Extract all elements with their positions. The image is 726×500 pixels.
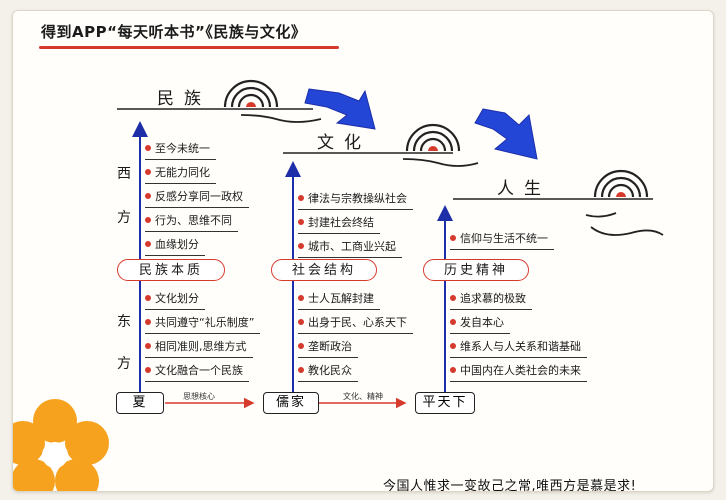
list-item: 文化融合一个民族 <box>145 364 249 382</box>
connector-label: 文化、精神 <box>343 392 383 401</box>
flower-icon <box>13 399 109 491</box>
blue-arrow-icon <box>304 88 376 130</box>
list-item: 追求慕的极致 <box>450 292 532 310</box>
list-item: 中国内在人类社会的未来 <box>450 364 587 382</box>
center-node-lishi-jingshen: 历史精神 <box>423 259 529 281</box>
header-wenhua: 文化 <box>317 133 371 153</box>
base-node-xia: 夏 <box>116 392 164 414</box>
list-item: 文化划分 <box>145 292 205 310</box>
list-item: 信仰与生活不统一 <box>450 232 554 250</box>
side-label-fang: 方 <box>117 356 131 372</box>
base-node-ping-tianxia: 平天下 <box>415 392 475 414</box>
list-item: 垄断政治 <box>298 340 358 358</box>
list-item: 城市、工商业兴起 <box>298 240 402 258</box>
mind-map-page: 得到APP“每天听本书”《民族与文化》 民族 文化 人生 西 方 东 方 至今未… <box>12 10 714 492</box>
list-item: 维系人与人关系和谐基础 <box>450 340 587 358</box>
side-label-dong: 东 <box>117 314 131 330</box>
list-item: 共同遵守“礼乐制度” <box>145 316 261 334</box>
side-label-fang: 方 <box>117 210 131 226</box>
list-item: 出身于民、心系天下 <box>298 316 413 334</box>
list-item: 教化民众 <box>298 364 358 382</box>
list-item: 至今未统一 <box>145 142 216 160</box>
page-title: 得到APP“每天听本书”《民族与文化》 <box>41 23 307 41</box>
title-underline <box>39 46 339 49</box>
center-node-shehui-jiegou: 社会结构 <box>271 259 377 281</box>
list-item: 行为、思维不同 <box>145 214 238 232</box>
center-node-minzu-benzhi: 民族本质 <box>117 259 225 281</box>
list-item: 发自本心 <box>450 316 510 334</box>
sun-wave-icon <box>585 169 664 236</box>
list-item: 士人瓦解封建 <box>298 292 380 310</box>
base-node-rujia: 儒家 <box>263 392 319 414</box>
header-minzu: 民族 <box>157 89 211 109</box>
connector-label: 思想核心 <box>183 392 215 401</box>
diagram-lines <box>13 79 664 491</box>
closing-quote: 今国人惟求一变故己之常,唯西方是慕是求! <box>383 479 637 492</box>
list-item: 无能力同化 <box>145 166 216 184</box>
list-item: 律法与宗教操纵社会 <box>298 192 413 210</box>
list-item: 血缘划分 <box>145 238 205 256</box>
blue-arrow-icon <box>474 108 538 160</box>
list-item: 封建社会终结 <box>298 216 380 234</box>
sun-wave-icon <box>223 79 322 123</box>
list-item: 反感分享同一政权 <box>145 190 249 208</box>
list-item: 相同准则,思维方式 <box>145 340 253 358</box>
sun-wave-icon <box>402 123 479 167</box>
side-label-xi: 西 <box>117 166 131 182</box>
header-rensheng: 人生 <box>497 179 551 199</box>
